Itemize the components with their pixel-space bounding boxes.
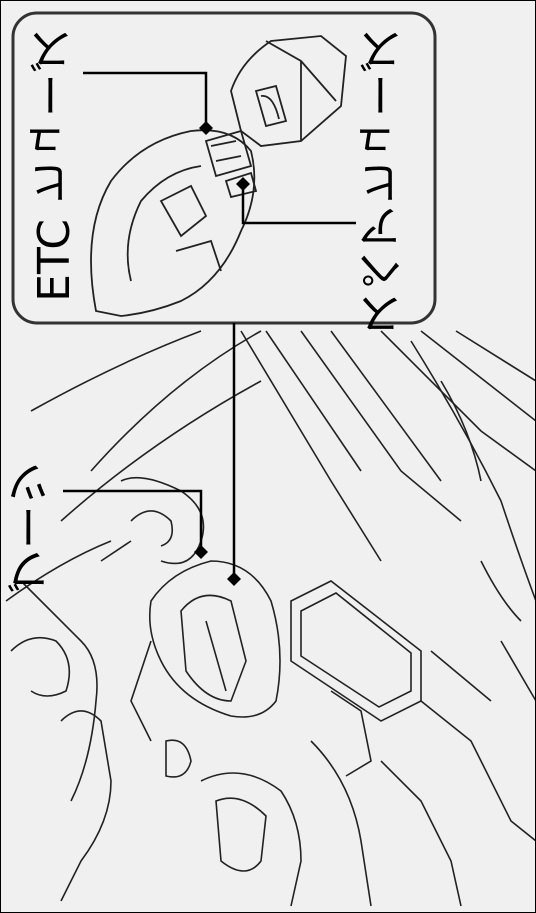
spare-fuse-label: スペアヒューズ [363,29,407,337]
connector-marker [227,572,241,586]
etc-fuse-label: ETC ヒューズ [33,29,77,302]
engine-bay-lines [6,331,536,906]
boots-label: ブーツ [11,461,55,593]
boots-marker [194,545,208,559]
